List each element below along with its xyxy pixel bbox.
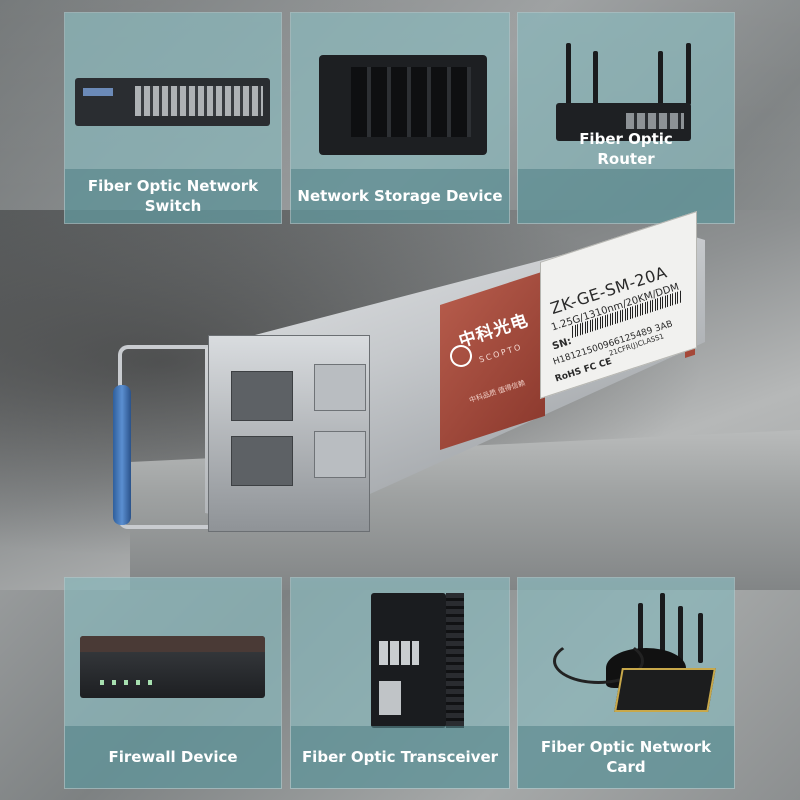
label-line1: Firewall Device <box>108 748 238 766</box>
photo-network-switch <box>65 13 281 169</box>
card-label-network-storage: Network Storage Device <box>291 169 509 223</box>
nic-antenna-icon <box>660 593 665 663</box>
card-label-network-switch: Fiber Optic Network Switch <box>65 169 281 223</box>
label-line2: Switch <box>144 197 202 215</box>
card-network-switch: Fiber Optic Network Switch <box>64 12 282 224</box>
industrial-transceiver-icon <box>371 593 464 728</box>
sfp-port-tx <box>231 371 293 421</box>
transceiver-sfp-slot <box>379 681 401 715</box>
nic-antenna-icon <box>638 603 643 663</box>
sfp-clip-lower <box>314 431 366 478</box>
card-label-network-card: Fiber Optic Network Card <box>518 726 734 788</box>
card-firewall: Firewall Device <box>64 577 282 789</box>
card-router: Fiber Optic Router <box>517 12 735 224</box>
label-line2: Card <box>606 758 646 776</box>
label-line1: Network Storage Device <box>297 187 503 205</box>
transceiver-heat-fins <box>446 593 464 728</box>
label-line1: Fiber Optic Network <box>540 738 712 756</box>
router-icon <box>556 103 691 141</box>
router-antenna-icon <box>593 51 598 105</box>
firewall-top-panel <box>80 636 265 652</box>
switch-ports <box>135 86 263 116</box>
bail-latch-wire <box>118 345 232 394</box>
photo-transceiver <box>291 578 509 728</box>
card-label-transceiver: Fiber Optic Transceiver <box>291 726 509 788</box>
label-line2: Router <box>597 150 655 168</box>
firewall-leds <box>100 680 160 685</box>
card-transceiver: Fiber Optic Transceiver <box>290 577 510 789</box>
antenna-cable <box>553 638 644 684</box>
network-card-icon <box>614 668 716 712</box>
label-line1: Fiber Optic <box>579 130 673 148</box>
card-network-storage: Network Storage Device <box>290 12 510 224</box>
photo-router <box>518 13 734 169</box>
router-antenna-icon <box>566 43 571 105</box>
photo-firewall <box>65 578 281 726</box>
router-antenna-icon <box>686 43 691 105</box>
label-line1: Fiber Optic Network <box>87 177 259 195</box>
router-antenna-icon <box>658 51 663 105</box>
nas-device-icon <box>319 55 487 155</box>
switch-logo <box>83 88 113 96</box>
card-label-firewall: Firewall Device <box>65 726 281 788</box>
bail-latch-handle <box>113 385 131 525</box>
card-label-router: Fiber Optic Router <box>518 130 734 223</box>
sfp-module-front <box>208 335 370 532</box>
firewall-icon <box>80 636 265 698</box>
nic-antenna-icon <box>678 606 683 664</box>
router-ports <box>626 113 684 129</box>
sfp-port-rx <box>231 436 293 486</box>
nas-bays <box>351 67 471 137</box>
card-network-card: Fiber Optic Network Card <box>517 577 735 789</box>
sfp-clip-upper <box>314 364 366 411</box>
photo-network-card <box>518 578 734 726</box>
transceiver-ports <box>379 641 419 665</box>
network-switch-icon <box>75 78 270 126</box>
nic-antenna-icon <box>698 613 703 663</box>
label-line1: Fiber Optic Transceiver <box>301 748 499 766</box>
photo-network-storage <box>291 13 509 169</box>
